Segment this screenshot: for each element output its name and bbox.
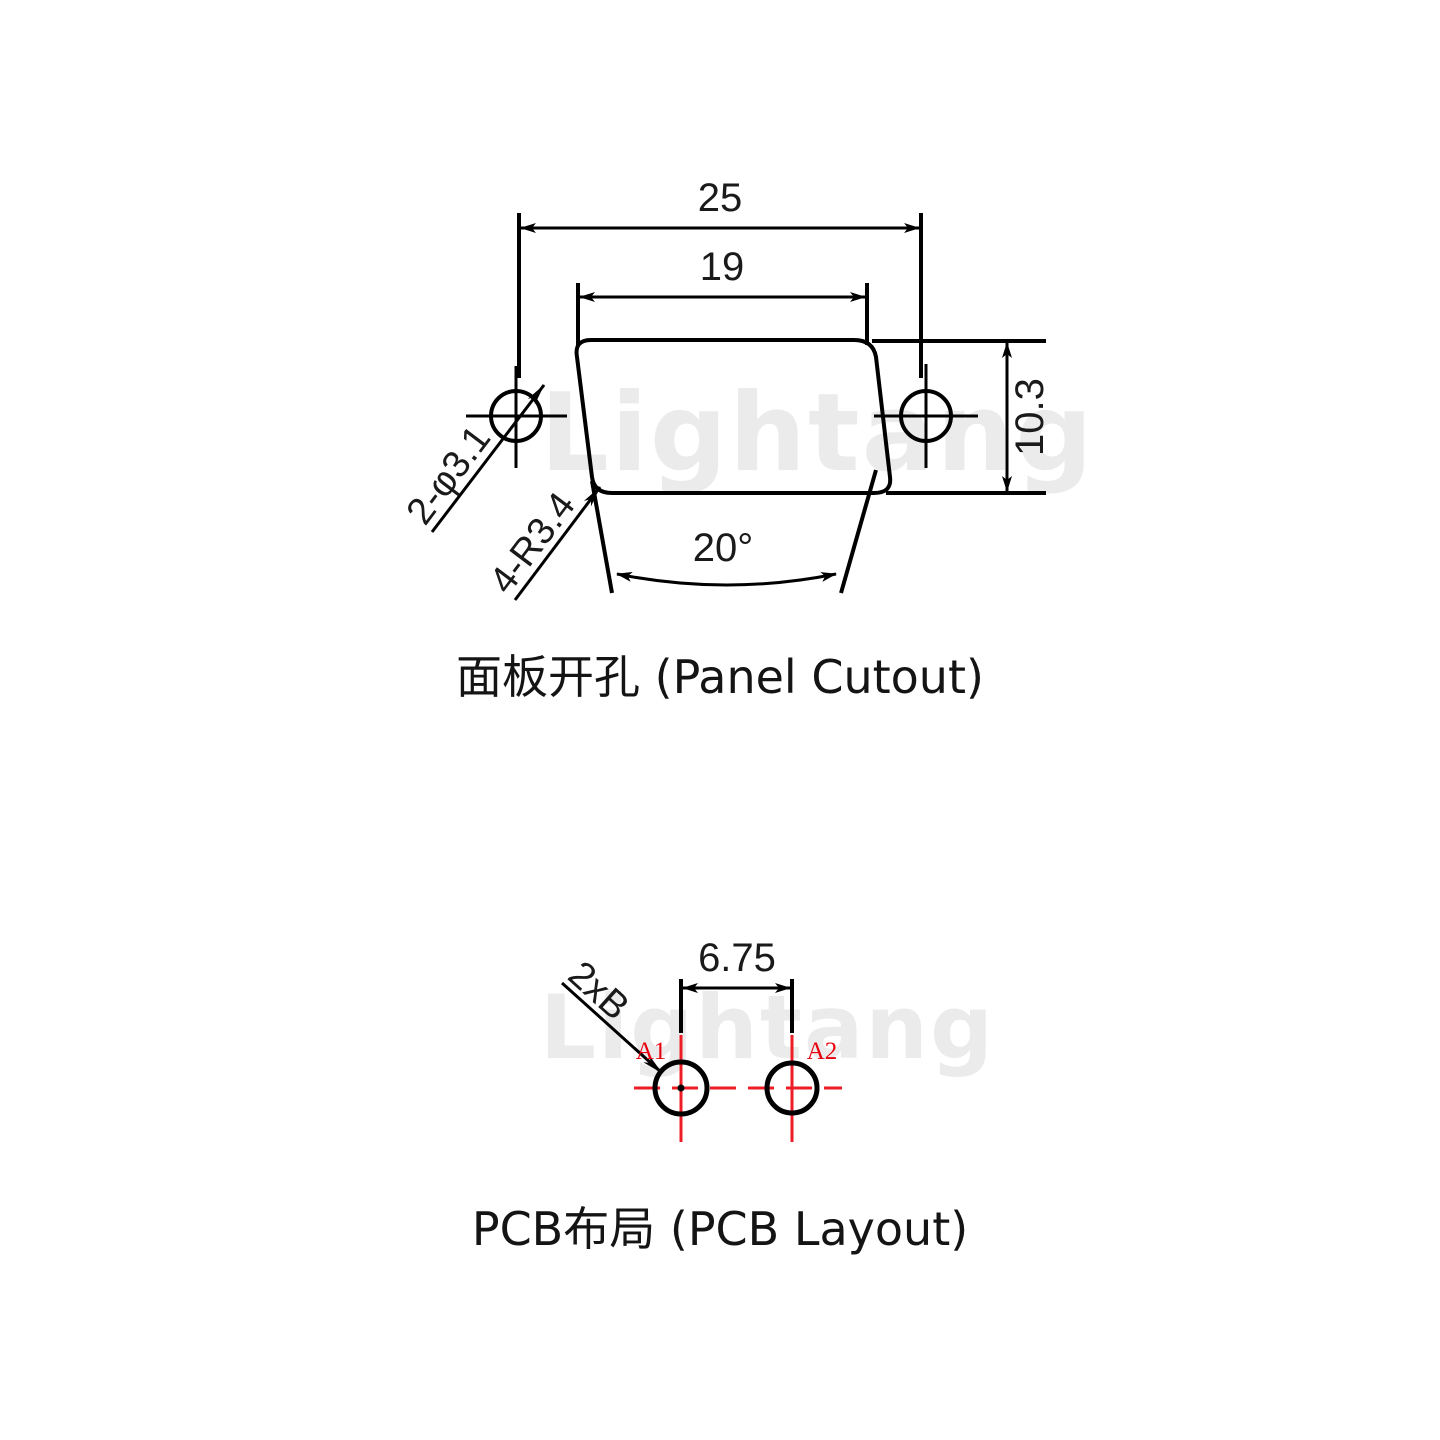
panel-cutout-profile — [574, 338, 893, 495]
leader-line-pad-callout — [560, 981, 664, 1075]
dimension-label-height: 10.3 — [1008, 378, 1052, 456]
mounting-hole-right — [874, 364, 978, 468]
dimension-label-overall-width: 25 — [698, 176, 743, 220]
dimension-label-angle: 20° — [693, 526, 754, 570]
pcb-pad-a2: A2 — [764, 1035, 838, 1142]
pad-label-a2: A2 — [807, 1038, 838, 1065]
hole-circle-left — [489, 389, 543, 443]
hole-circle-right — [899, 389, 953, 443]
pcb-layout-caption: PCB布局 (PCB Layout) — [472, 1202, 968, 1256]
dimension-label-radius: 4-R3.4 — [482, 485, 584, 601]
pad-circle-a1 — [652, 1059, 710, 1117]
extension-line-angle-right — [839, 469, 878, 594]
watermark-text: Lightang — [540, 371, 1095, 496]
pad-center-dot-a1 — [677, 1084, 685, 1092]
dimension-label-holes: 2-φ3.1 — [399, 418, 500, 532]
panel-cutout-caption: 面板开孔 (Panel Cutout) — [456, 650, 984, 704]
pad-label-a1: A1 — [636, 1038, 667, 1065]
watermark-group-pcb: Lightang — [540, 976, 995, 1079]
dimension-label-opening-width: 19 — [700, 245, 745, 289]
watermark-text: Lightang — [540, 976, 995, 1079]
dimension-label-pitch: 6.75 — [698, 936, 776, 980]
pcb-pad-a1: A1 — [636, 1035, 710, 1142]
dimension-arc-angle — [616, 572, 837, 587]
extension-line-angle-left — [590, 480, 614, 594]
mounting-hole-left — [466, 366, 567, 468]
leader-line-holes — [430, 384, 546, 533]
leader-line-radius — [513, 486, 602, 601]
pad-circle-a2 — [764, 1060, 820, 1116]
watermark-group-panel: Lightang — [540, 371, 1095, 496]
